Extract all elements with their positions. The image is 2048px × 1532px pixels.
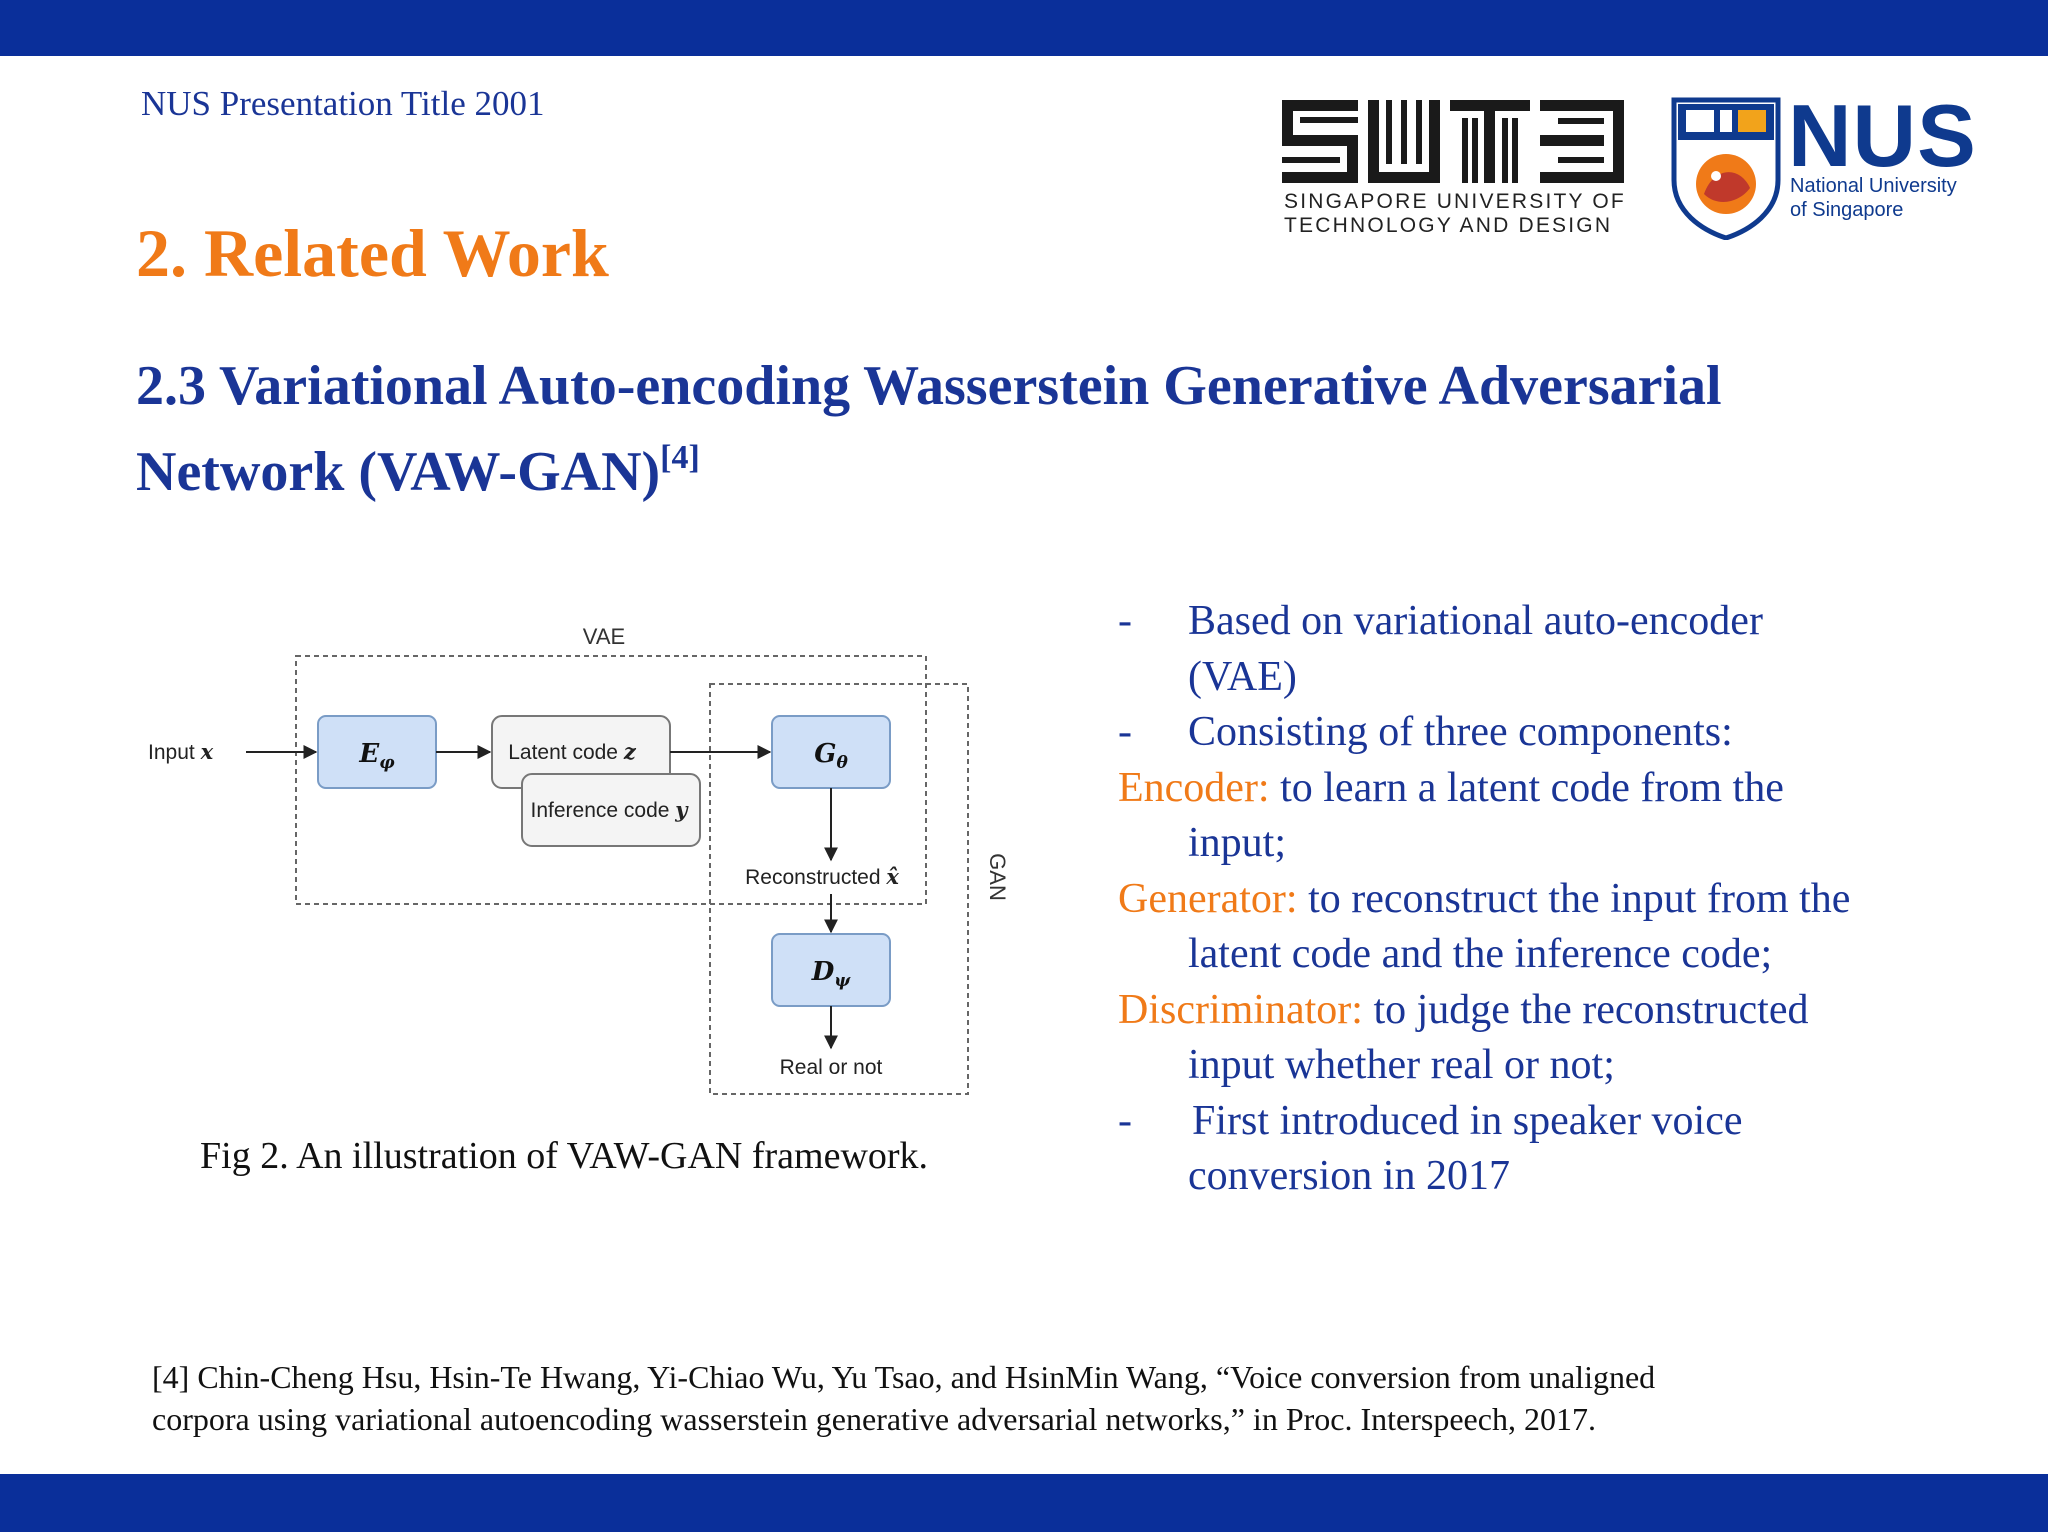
bullet-list: -Based on variational auto-encoder (VAE)… bbox=[1118, 594, 2018, 1205]
slide-title: 2. Related Work bbox=[136, 215, 609, 291]
bullet-3: -First introduced in speaker voice bbox=[1118, 1097, 1743, 1144]
encoder-item-continuation: input; bbox=[1188, 820, 1287, 866]
latent-code-label: Latent code z bbox=[508, 739, 637, 764]
presentation-title: NUS Presentation Title 2001 bbox=[141, 84, 545, 123]
subtitle-line-2: Network (VAW-GAN)[4] bbox=[136, 439, 700, 503]
output-label: Real or not bbox=[780, 1056, 883, 1079]
vae-label: VAE bbox=[583, 624, 625, 649]
sutd-logo-text: SINGAPORE UNIVERSITY OF TECHNOLOGY AND D… bbox=[1284, 190, 1626, 237]
input-label: Input x bbox=[148, 739, 214, 764]
discriminator-item: Discriminator: to judge the reconstructe… bbox=[1118, 986, 1809, 1033]
gan-label: GAN bbox=[985, 853, 1010, 901]
generator-item: Generator: to reconstruct the input from… bbox=[1118, 875, 1851, 922]
slide-subtitle: 2.3 Variational Auto-encoding Wasserstei… bbox=[136, 350, 1936, 508]
generator-term: Generator: bbox=[1118, 875, 1298, 922]
inference-code-label: Inference code y bbox=[531, 797, 690, 822]
nus-logo-wordmark: NUS bbox=[1788, 86, 1977, 185]
subtitle-reference: [4] bbox=[660, 439, 700, 476]
vae-region bbox=[295, 655, 927, 905]
discriminator-term: Discriminator: bbox=[1118, 986, 1363, 1033]
bullet-2: -Consisting of three components: bbox=[1118, 709, 1733, 755]
encoder-term: Encoder: bbox=[1118, 764, 1270, 811]
reconstructed-label: Reconstructed x̂ bbox=[745, 864, 899, 889]
generator-item-continuation: latent code and the inference code; bbox=[1188, 931, 1773, 977]
encoder-label: Eφ bbox=[358, 739, 395, 773]
figure-caption: Fig 2. An illustration of VAW-GAN framew… bbox=[200, 1135, 929, 1177]
reference-citation: [4] Chin-Cheng Hsu, Hsin-Te Hwang, Yi-Ch… bbox=[152, 1359, 1656, 1437]
inference-code-box bbox=[521, 773, 701, 847]
bottom-banner bbox=[0, 1474, 2048, 1532]
bullet-3-continuation: conversion in 2017 bbox=[1188, 1153, 1510, 1199]
subtitle-line-1: 2.3 Variational Auto-encoding Wasserstei… bbox=[136, 355, 1722, 417]
vaw-gan-diagram: VAE GAN Input x Eφ Latent code z Inferen… bbox=[148, 624, 1010, 1095]
top-banner bbox=[0, 0, 2048, 56]
sutd-logo bbox=[1282, 100, 1624, 183]
bullet-1-continuation: (VAE) bbox=[1188, 653, 1297, 700]
generator-label: Gθ bbox=[814, 739, 848, 773]
nus-logo-subtitle: National University of Singapore bbox=[1790, 175, 1957, 221]
encoder-item: Encoder: to learn a latent code from the bbox=[1118, 764, 1784, 811]
gan-region bbox=[709, 683, 969, 1095]
bullet-1: -Based on variational auto-encoder bbox=[1118, 598, 1763, 644]
discriminator-label: Dψ bbox=[811, 957, 852, 991]
nus-crest-icon bbox=[1671, 97, 1781, 240]
discriminator-item-continuation: input whether real or not; bbox=[1188, 1042, 1615, 1088]
